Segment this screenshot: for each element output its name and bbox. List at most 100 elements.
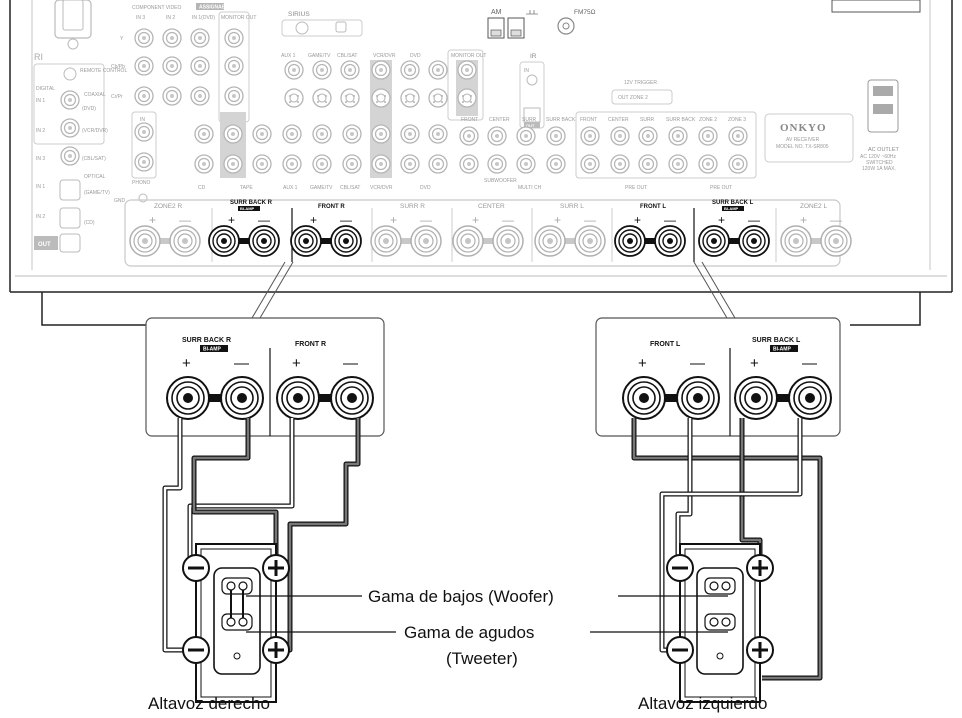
- strip-minus: —: [340, 213, 352, 227]
- strip-plus: +: [800, 213, 807, 227]
- model-line-1: AV RECEIVER: [786, 137, 820, 143]
- pre-zone2: ZONE 2: [699, 117, 717, 123]
- audio-cd: CD: [198, 185, 206, 191]
- zoom-right-surr-back: SURR BACK R: [182, 337, 231, 344]
- cv-row-y: Y: [120, 36, 124, 42]
- pre-surr: SURR: [640, 117, 655, 123]
- optical-label: OPTICAL: [84, 174, 106, 180]
- zoom-left-front: FRONT L: [650, 341, 681, 348]
- tweeter-callout-1: Gama de agudos: [404, 623, 534, 642]
- cv-input-3: IN 3: [136, 15, 145, 21]
- multi-subwoofer: SUBWOOFER: [484, 178, 517, 184]
- optical-in2: IN 2: [36, 214, 45, 220]
- woofer-callout: Gama de bajos (Woofer): [368, 587, 554, 606]
- term-surr-back-r-label: SURR BACK R: [230, 200, 273, 206]
- remote-control-label: REMOTE CONTROL: [80, 68, 127, 74]
- fm-label: FM75Ω: [574, 9, 596, 16]
- ir-label: IR: [530, 53, 537, 60]
- video-group-game: GAME/TV: [308, 53, 331, 59]
- strip-plus: +: [634, 213, 641, 227]
- tweeter-callout-2: (Tweeter): [446, 649, 518, 668]
- pre-out-label-1: PRE OUT: [625, 185, 647, 191]
- strip-plus: +: [228, 213, 235, 227]
- audio-dvd: DVD: [420, 185, 431, 191]
- ir-out-label: OUT: [526, 123, 535, 128]
- audio-vcr: VCR/DVR: [370, 185, 393, 191]
- zoom-left-terminals: FRONT L SURR BACK L BI-AMP + — + —: [595, 317, 841, 437]
- digital-in1: IN 1: [36, 98, 45, 104]
- video-group-aux1: AUX 1: [281, 53, 296, 59]
- audio-game: GAME/TV: [310, 185, 333, 191]
- zoom-left-plus-2: +: [750, 355, 759, 372]
- term-surr-back-l-biamp: BI-AMP: [724, 206, 739, 211]
- pre-zone3: ZONE 3: [728, 117, 746, 123]
- multi-front: FRONT: [461, 117, 478, 123]
- right-speaker-cables: [162, 418, 361, 653]
- zoom-right-biamp: BI-AMP: [203, 347, 221, 353]
- zoom-right-plus-2: +: [292, 355, 301, 372]
- cv-input-1: IN 1(DVD): [192, 15, 215, 21]
- strip-signs: + — + — + — + — + — + — + — + — + —: [149, 213, 842, 227]
- zoom-right-front: FRONT R: [295, 341, 326, 348]
- zoom-right-minus-1: —: [234, 355, 249, 372]
- strip-plus: +: [390, 213, 397, 227]
- receiver-rear-panel: COMPONENT VIDEO ASSIGNABLE IN 3 IN 2 IN …: [9, 0, 953, 326]
- digital-src-cbl: (CBL/SAT): [82, 156, 106, 162]
- strip-minus: —: [420, 213, 432, 227]
- strip-minus: —: [664, 213, 676, 227]
- term-zone2r-label: ZONE2 R: [154, 203, 182, 210]
- audio-tape: TAPE: [240, 185, 253, 191]
- term-front-r-label: FRONT R: [318, 204, 345, 210]
- strip-minus: —: [502, 213, 514, 227]
- optical-in1: IN 1: [36, 184, 45, 190]
- cv-row-pb: Cb/Pb: [111, 64, 125, 70]
- ac-line-2: SWITCHED: [866, 160, 893, 166]
- left-speaker: [666, 543, 774, 703]
- ri-label: RI: [34, 52, 43, 62]
- coaxial-label: COAXIAL: [84, 92, 106, 98]
- audio-cbl: CBL/SAT: [340, 185, 360, 191]
- zoom-left-surr-back: SURR BACK L: [752, 337, 801, 344]
- trigger-label: 12V TRIGGER: [624, 80, 657, 86]
- right-speaker: [182, 543, 290, 703]
- digital-src-vcr: (VCR/DVR): [82, 128, 108, 134]
- strip-minus: —: [830, 213, 842, 227]
- strip-minus: —: [179, 213, 191, 227]
- video-group-cbl: CBL/SAT: [337, 53, 357, 59]
- left-speaker-caption: Altavoz izquierdo: [638, 694, 767, 713]
- term-front-l-label: FRONT L: [640, 204, 666, 210]
- strip-plus: +: [149, 213, 156, 227]
- term-surr-l-label: SURR L: [560, 203, 584, 210]
- component-video-label: COMPONENT VIDEO: [132, 5, 181, 11]
- digital-src-dvd: (DVD): [82, 106, 96, 112]
- optical-src-cd: (CD): [84, 220, 95, 226]
- strip-terminals: [129, 225, 852, 257]
- multi-surr: SURR: [522, 117, 537, 123]
- audio-aux1: AUX 1: [283, 185, 298, 191]
- ac-line-1: AC 120V ~60Hz: [860, 154, 896, 160]
- pre-surr-back: SURR BACK: [666, 117, 696, 123]
- strip-minus: —: [258, 213, 270, 227]
- strip-minus: —: [584, 213, 596, 227]
- digital-in3: IN 3: [36, 156, 45, 162]
- multi-surr-back: SURR BACK: [546, 117, 576, 123]
- am-label: AM: [491, 9, 502, 16]
- cv-monitor-out: MONITOR OUT: [221, 15, 256, 21]
- zoom-right-plus-1: +: [182, 355, 191, 372]
- zoom-left-minus-2: —: [802, 355, 817, 372]
- pre-front: FRONT: [580, 117, 597, 123]
- assignable-label: ASSIGNABLE: [199, 5, 232, 11]
- video-monitor-out: MONITOR OUT: [451, 53, 486, 59]
- digital-in2: IN 2: [36, 128, 45, 134]
- cv-row-pr: Cr/Pr: [111, 94, 123, 100]
- cv-jacks: [134, 28, 244, 106]
- pre-center: CENTER: [608, 117, 629, 123]
- model-line-2: MODEL NO. TX-SR805: [776, 144, 829, 150]
- digital-label: DIGITAL: [36, 86, 55, 92]
- ir-in-label: IN: [524, 68, 529, 74]
- zoom-right-minus-2: —: [343, 355, 358, 372]
- gnd-label: GND: [114, 198, 126, 204]
- term-surr-r-label: SURR R: [400, 203, 425, 210]
- term-surr-back-r-biamp: BI-AMP: [240, 206, 255, 211]
